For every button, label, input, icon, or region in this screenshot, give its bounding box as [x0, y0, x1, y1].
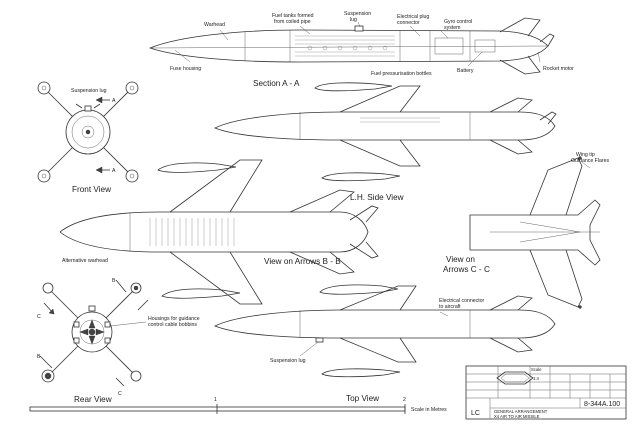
marker-b-lower: B	[37, 354, 41, 360]
wing-tip-leader	[581, 161, 591, 169]
label-fuel-tanks-line1: Fuel tanks formed	[272, 13, 314, 19]
lh-side-view-drawing	[214, 82, 557, 182]
section-aa-drawing	[148, 17, 555, 75]
electrical-connector-leader	[439, 311, 449, 317]
suspension-lug-leader	[299, 341, 319, 357]
lh-side-view-title: L.H. Side View	[350, 193, 404, 202]
title-block-title-line1: GENERAL ARRANGEMENT	[494, 409, 548, 414]
view-cc-title-line1: View on	[446, 255, 475, 264]
label-fuel-tanks-line2: from coiled pipe	[274, 19, 311, 25]
label-warhead: Warhead	[204, 22, 225, 28]
marker-b-upper: B	[112, 278, 116, 284]
label-rocket-motor: Rocket motor	[543, 66, 574, 72]
label-wing-tip-line2: Guidance Flares	[571, 158, 609, 164]
view-cc-title-line2: Arrows C - C	[443, 265, 490, 274]
label-fuse-housing: Fuse housing	[170, 66, 201, 72]
rear-view-title: Rear View	[74, 395, 112, 404]
label-suspension-lug-top-line2: lug	[350, 17, 357, 23]
label-electrical-connector-line1: Electrical connector	[439, 298, 485, 304]
section-marker-a-lower: A	[95, 166, 116, 174]
label-gyro-line1: Gyro control	[444, 19, 472, 25]
title-block-drawing-number: 8-344A.100	[584, 401, 620, 408]
section-marker-a-upper: A	[95, 96, 116, 104]
label-housings-line1: Housings for guidance	[148, 316, 200, 322]
housings-leader	[109, 321, 147, 327]
section-aa-title: Section A - A	[253, 79, 300, 88]
title-block-scale-label: Scale	[531, 367, 542, 372]
front-view-drawing	[37, 81, 139, 183]
rear-view-markers	[39, 279, 149, 387]
view-bb-drawing	[59, 159, 379, 305]
label-battery: Battery	[457, 68, 474, 74]
scale-tick-1: 1	[214, 397, 217, 403]
top-view-title: Top View	[346, 394, 379, 403]
title-block-scale-value: 1:4	[533, 376, 539, 381]
company-logo-icon	[496, 371, 534, 385]
top-view-drawing	[214, 284, 556, 378]
label-housings-line2: control cable bobbins	[148, 322, 197, 328]
title-block-initials: LC	[471, 410, 480, 417]
marker-c-lower: C	[118, 391, 122, 397]
marker-c-upper: C	[37, 314, 41, 320]
label-fuel-pressurisation: Fuel pressurisation bottles	[371, 71, 432, 77]
scale-tick-2: 2	[403, 397, 406, 403]
scale-bar	[29, 404, 406, 414]
label-suspension-lug-top-line1: Suspension	[344, 11, 371, 17]
section-marker-a-text: A	[112, 98, 116, 104]
view-bb-title: View on Arrows B - B	[264, 257, 341, 266]
label-electrical-plug-line1: Electrical plug	[397, 14, 429, 20]
rear-view-drawing	[41, 282, 142, 383]
section-aa-leaders	[174, 21, 541, 67]
label-electrical-plug-line2: connector	[397, 20, 420, 26]
scale-caption: Scale in Metres	[411, 407, 447, 413]
label-electrical-connector-line2: to aircraft	[439, 304, 461, 310]
front-view-title: Front View	[72, 185, 111, 194]
label-suspension-lug-front: Suspension lug	[71, 88, 107, 94]
section-marker-a-text-lower: A	[112, 168, 116, 174]
label-alternative-warhead: Alternative warhead	[62, 258, 108, 264]
title-block-title-line2: X4 AIR TO AIR MISSILE	[494, 414, 540, 419]
label-wing-tip-line1: Wing tip	[576, 152, 595, 158]
view-cc-drawing	[469, 156, 601, 309]
label-gyro-line2: system	[444, 25, 460, 31]
label-suspension-lug-bottom: Suspension lug	[270, 358, 306, 364]
